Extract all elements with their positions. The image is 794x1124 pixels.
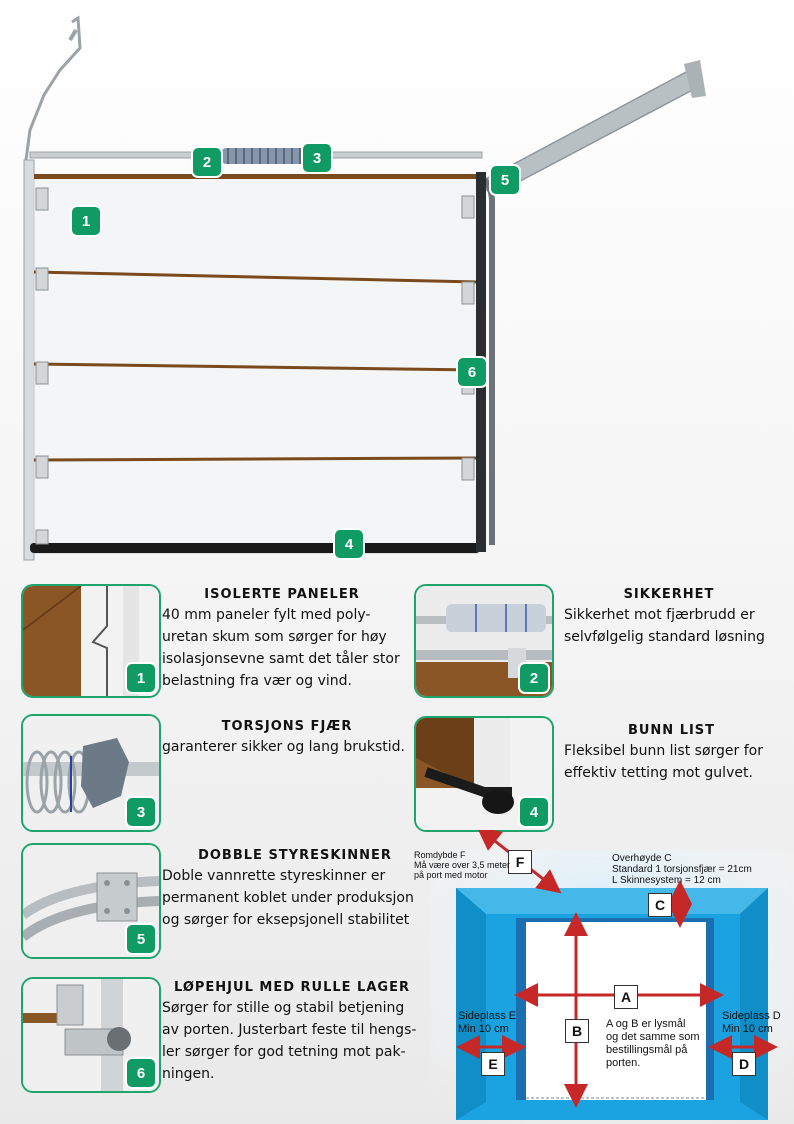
feature-4-title: BUNN LIST xyxy=(627,723,716,738)
label-d: D xyxy=(732,1052,756,1076)
door-badge-4: 4 xyxy=(335,530,363,558)
door-badge-1: 1 xyxy=(72,207,100,235)
feature-6-image: 6 xyxy=(21,977,161,1093)
feature-4-badge: 4 xyxy=(520,798,548,826)
label-f: F xyxy=(508,850,532,874)
torsion-spring-icon xyxy=(23,716,159,830)
feature-1-badge: 1 xyxy=(127,664,155,692)
feature-6-title: LØPEHJUL MED RULLE LAGER xyxy=(174,980,410,995)
feature-5-badge: 5 xyxy=(127,925,155,953)
door-badge-6: 6 xyxy=(458,358,486,386)
label-b: B xyxy=(565,1019,589,1043)
double-track-icon xyxy=(23,845,159,957)
feature-2-image: 2 xyxy=(414,584,554,698)
feature-6-badge: 6 xyxy=(127,1059,155,1087)
feature-1-text: 40 mm paneler fylt med poly-uretan skum … xyxy=(162,607,400,689)
feature-4-image: 4 xyxy=(414,716,554,832)
feature-1-image: 1 xyxy=(21,584,161,698)
feature-3-badge: 3 xyxy=(127,798,155,826)
label-e: E xyxy=(481,1052,505,1076)
feature-5-image: 5 xyxy=(21,843,161,959)
feature-2-title: SIKKERHET xyxy=(623,587,715,602)
feature-3-text: garanterer sikker og lang brukstid. xyxy=(162,739,405,755)
dimension-diagram xyxy=(430,830,794,1124)
door-badge-2: 2 xyxy=(193,148,221,176)
garage-door-illustration xyxy=(23,15,706,561)
door-badge-5: 5 xyxy=(491,166,519,194)
feature-3-image: 3 xyxy=(21,714,161,832)
bottom-seal-icon xyxy=(416,718,552,830)
feature-3-title: TORSJONS FJÆR xyxy=(221,719,353,734)
feature-2-badge: 2 xyxy=(520,664,548,692)
door-badge-3: 3 xyxy=(303,144,331,172)
label-a: A xyxy=(614,985,638,1009)
label-c: C xyxy=(648,893,672,917)
feature-5-title: DOBBLE STYRESKINNER xyxy=(198,848,392,863)
feature-1-title: ISOLERTE PANELER xyxy=(204,587,360,602)
